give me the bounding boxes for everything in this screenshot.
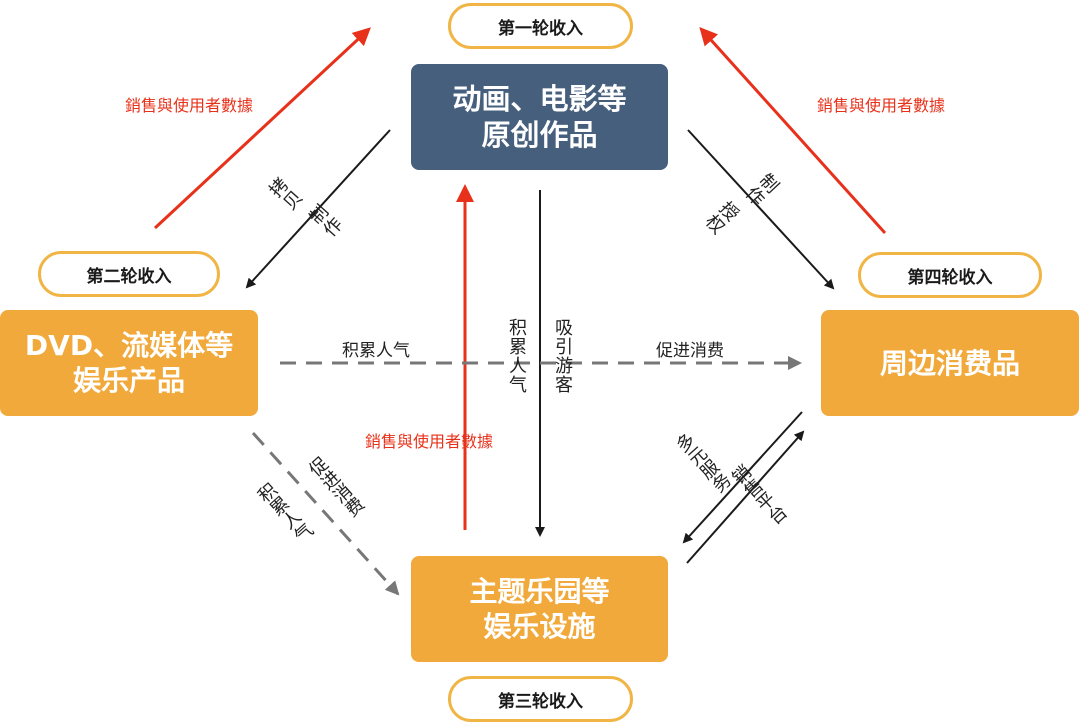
original-works-box: 动画、电影等原创作品 — [411, 64, 668, 170]
theme-park-box: 主题乐园等娱乐设施 — [411, 556, 668, 662]
entertainment-products-box: DVD、流媒体等娱乐产品 — [0, 310, 258, 416]
third-income-pill: 第三轮收入 — [448, 676, 633, 722]
attract-visitors-label: 吸引游客 — [552, 318, 573, 394]
merchandise-line1: 周边消费品 — [879, 346, 1020, 380]
entertainment-products-line1: DVD、流媒体等 — [24, 329, 234, 362]
second-income-pill: 第二轮收入 — [38, 251, 220, 297]
promote-consumption-label: 促进消费 — [656, 341, 724, 361]
sales-data-label-left: 銷售與使用者數據 — [125, 96, 254, 115]
accumulate-popularity-label: 积累人气 — [342, 341, 410, 361]
original-works-line2: 原创作品 — [481, 118, 598, 152]
first-income-pill: 第一轮收入 — [448, 3, 633, 49]
theme-park-line2: 娱乐设施 — [483, 610, 596, 643]
red-arrow-left-up — [153, 27, 371, 230]
arrow-center-to-right — [687, 129, 835, 290]
entertainment-products-line2: 娱乐产品 — [72, 364, 185, 397]
theme-park-line1: 主题乐园等 — [469, 575, 610, 608]
sales-data-label-right: 銷售與使用者數據 — [817, 96, 946, 115]
merchandise-box: 周边消费品 — [821, 310, 1079, 416]
sales-data-label-center: 銷售與使用者數據 — [365, 432, 494, 451]
arrow-bottom-to-right — [686, 430, 805, 564]
original-works-line1: 动画、电影等 — [452, 81, 627, 116]
arrow-right-to-bottom — [682, 411, 803, 544]
dashed-arrow-left-to-bottom — [251, 431, 400, 596]
fourth-income-pill: 第四轮收入 — [858, 252, 1042, 298]
arrow-center-to-left — [245, 129, 391, 289]
red-arrow-right-up — [699, 27, 887, 235]
accumulate-popularity-vertical-label: 积累人气 — [506, 318, 527, 394]
